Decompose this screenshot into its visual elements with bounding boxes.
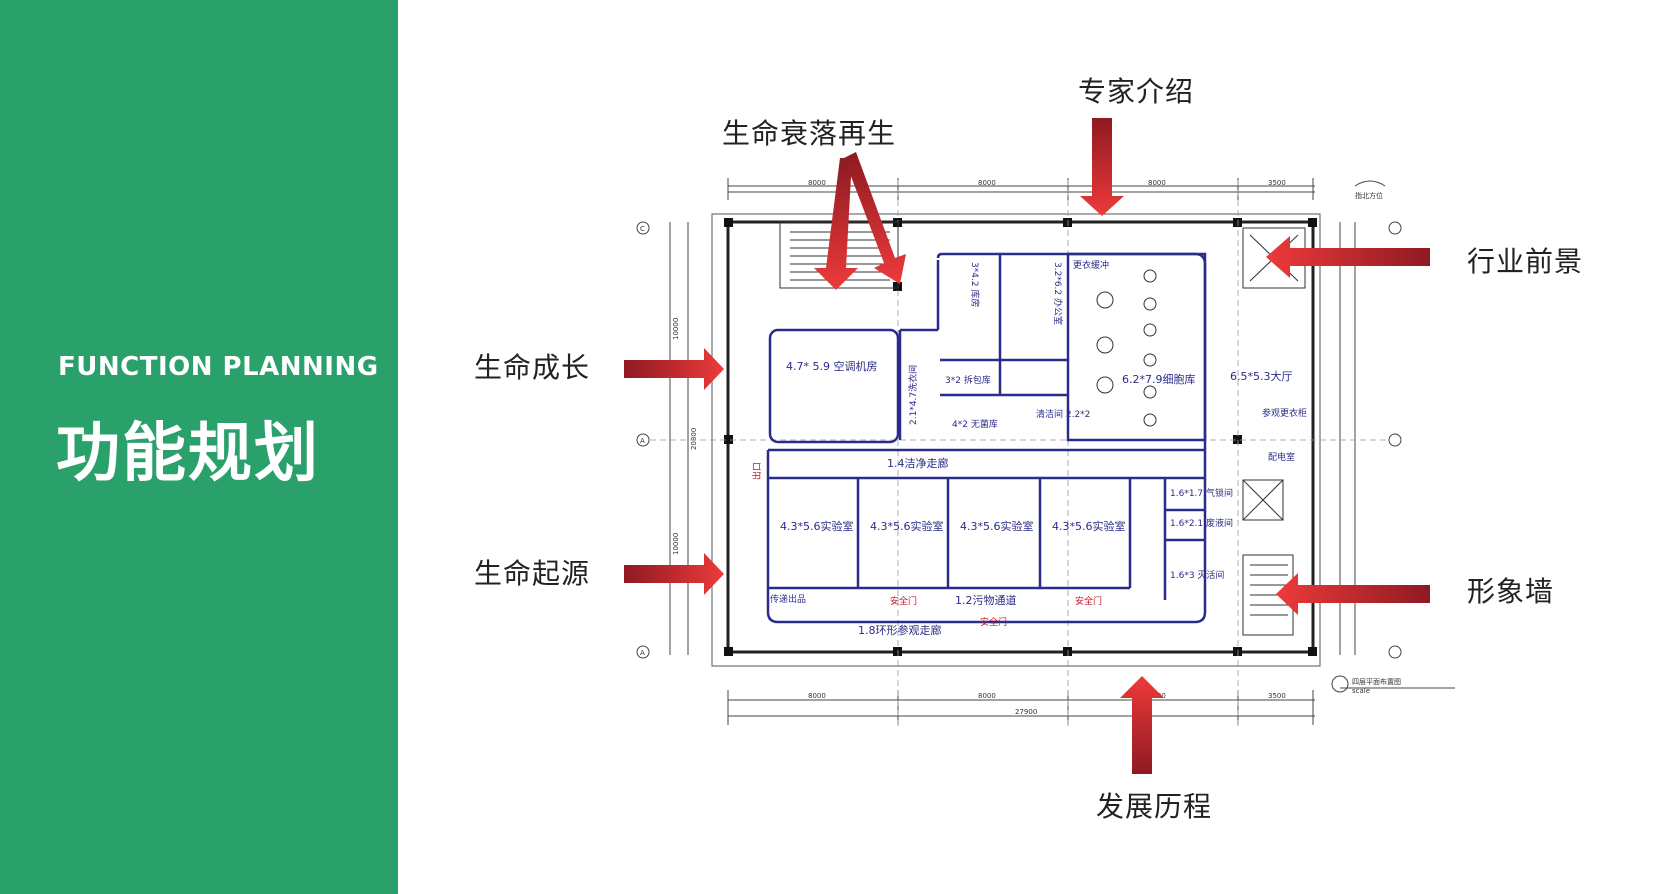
plan-scale: scale: [1352, 687, 1370, 695]
room-ac: 4.7* 5.9 空调机房: [786, 359, 877, 373]
compass-label: 指北方位: [1355, 191, 1383, 200]
room-exit: 出口: [751, 462, 763, 480]
dimension-lines-bottom: [727, 690, 1315, 725]
cryo-tanks: [1096, 269, 1157, 427]
arrow-decline-rebirth: [814, 152, 906, 290]
dim-bottom-2: 8000: [978, 692, 996, 700]
room-buffer: 更衣缓冲: [1073, 259, 1109, 271]
room-dirty: 1.2污物通道: [955, 593, 1017, 607]
axis-c-left: C: [640, 225, 645, 233]
plan-caption: 四层平面布置图: [1352, 677, 1401, 686]
arrow-expert-intro: [1080, 118, 1124, 216]
caption-marker-icon: [1331, 675, 1349, 693]
room-office: 3.2*6.2 办公室: [1052, 262, 1064, 325]
room-small-1: 1.6*1.7 气锁间: [1170, 487, 1233, 499]
room-small-2: 1.6*2.1 废液间: [1170, 517, 1233, 529]
room-safe-1: 安全门: [890, 595, 917, 607]
axis-a2-left: A: [640, 649, 645, 657]
axis-a-left: A: [640, 437, 645, 445]
room-lab-4: 4.3*5.6实验室: [1052, 519, 1126, 533]
room-cryo: 6.2*7.9细胞库: [1122, 373, 1196, 386]
arrow-image-wall: [1276, 573, 1430, 615]
section-subtitle: FUNCTION PLANNING: [58, 352, 379, 382]
compass-icon: [1354, 180, 1386, 187]
label-decline-rebirth: 生命衰落再生: [722, 117, 897, 150]
label-life-origin: 生命起源: [474, 557, 591, 590]
room-safe-2: 安全门: [980, 616, 1007, 628]
dim-top-4: 3500: [1268, 179, 1286, 187]
room-unpack: 3*2 拆包库: [945, 374, 991, 386]
label-image-wall: 形象墙: [1467, 575, 1555, 608]
dim-side-3: 10000: [672, 533, 680, 555]
room-lab-1: 4.3*5.6实验室: [780, 519, 854, 533]
dim-top-3: 8000: [1148, 179, 1166, 187]
room-clean: 清洁间 2.2*2: [1036, 408, 1090, 420]
structural-columns: [724, 218, 1317, 656]
room-visitor: 参观更衣柜: [1262, 407, 1307, 419]
dimension-lines-top: [727, 178, 1315, 200]
label-industry-outlook: 行业前景: [1467, 245, 1584, 278]
arrow-industry-outlook: [1266, 236, 1430, 278]
arrow-life-origin: [624, 553, 724, 595]
arrow-life-growth: [624, 348, 724, 390]
room-transfer: 传递出品: [770, 593, 806, 605]
room-walls: [766, 252, 1207, 624]
label-expert-intro: 专家介绍: [1078, 75, 1195, 108]
room-lab-3: 4.3*5.6实验室: [960, 519, 1034, 533]
dim-top-1: 8000: [808, 179, 826, 187]
room-storage: 3*4.2 库房: [969, 262, 981, 307]
room-safe-3: 安全门: [1075, 595, 1102, 607]
room-lab-2: 4.3*5.6实验室: [870, 519, 944, 533]
label-history: 发展历程: [1096, 790, 1213, 823]
room-small-3: 1.6*3 灭活间: [1170, 569, 1224, 581]
dim-total: 27900: [1015, 708, 1037, 716]
room-power: 配电室: [1268, 451, 1295, 463]
room-corridor: 1.4洁净走廊: [887, 456, 949, 470]
dim-bottom-1: 8000: [808, 692, 826, 700]
room-sterile: 4*2 无菌库: [952, 418, 998, 430]
room-loop: 1.8环形参观走廊: [858, 623, 942, 637]
service-core: [1242, 227, 1306, 636]
arrow-history: [1120, 676, 1164, 774]
sidebar-panel: [0, 0, 398, 894]
dim-bottom-4: 3500: [1268, 692, 1286, 700]
dim-side-1: 10000: [672, 318, 680, 340]
label-life-growth: 生命成长: [474, 351, 591, 384]
room-hall: 6.5*5.3大厅: [1230, 369, 1293, 383]
room-wash: 2.1*4.7洗衣间: [907, 365, 919, 425]
dim-side-2: 20800: [690, 428, 698, 450]
dim-top-2: 8000: [978, 179, 996, 187]
axis-bubbles: [636, 221, 1402, 659]
section-title: 功能规划: [56, 417, 320, 491]
